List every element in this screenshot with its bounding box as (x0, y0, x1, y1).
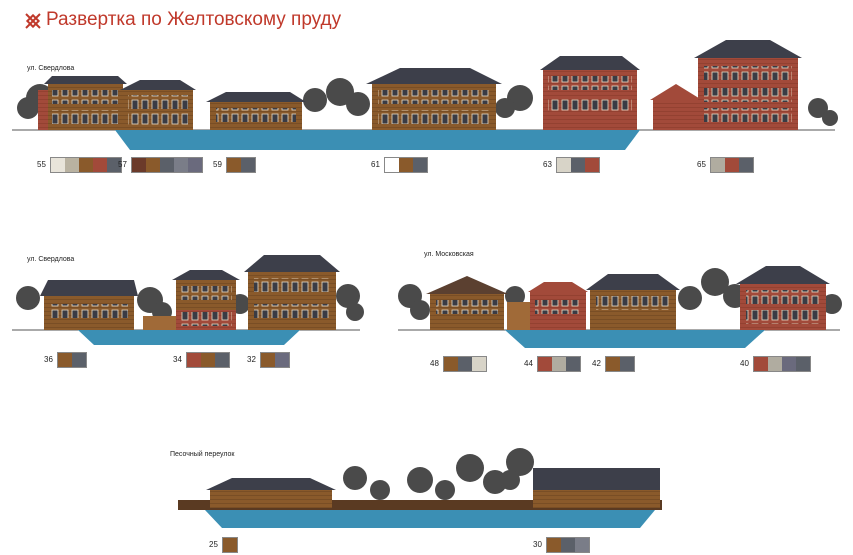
color-swatch-group (57, 352, 87, 368)
color-swatch (72, 353, 86, 367)
color-swatch (557, 158, 571, 172)
swatch-number: 48 (430, 359, 439, 368)
color-swatch (215, 353, 229, 367)
color-swatch (58, 353, 72, 367)
color-swatch (796, 357, 810, 371)
color-swatch (620, 357, 634, 371)
color-swatch (201, 353, 215, 367)
color-swatch (566, 357, 580, 371)
color-swatch (458, 357, 472, 371)
color-swatch (241, 158, 255, 172)
color-swatch (51, 158, 65, 172)
swatch-number: 44 (524, 359, 533, 368)
color-swatch (107, 158, 121, 172)
color-swatch (227, 158, 241, 172)
color-swatch-group (710, 157, 754, 173)
color-swatch-group (50, 157, 122, 173)
color-swatch (444, 357, 458, 371)
color-swatch-group (556, 157, 600, 173)
page-title: Развертка по Желтовскому пруду (46, 9, 342, 30)
color-swatch (413, 158, 427, 172)
color-swatch (472, 357, 486, 371)
ornament-logo-icon (25, 13, 41, 29)
street-label-row1: ул. Свердлова (27, 65, 75, 72)
swatch-number: 42 (592, 359, 601, 368)
color-swatch-group (226, 157, 256, 173)
row2-right-elevation (398, 266, 842, 348)
swatch-number: 36 (44, 355, 53, 364)
pond-water (115, 130, 640, 150)
swatch-number: 34 (173, 355, 182, 364)
color-swatch (93, 158, 107, 172)
street-label-row3: Песочный переулок (170, 451, 235, 458)
color-swatch (552, 357, 566, 371)
color-swatch-group (186, 352, 230, 368)
color-swatch (146, 158, 160, 172)
swatch-number: 55 (37, 160, 46, 169)
color-swatch (711, 158, 725, 172)
swatch-number: 61 (371, 160, 380, 169)
row3-elevation (178, 448, 662, 528)
street-label-row2b: ул. Московская (424, 251, 474, 258)
color-swatch (606, 357, 620, 371)
swatch-number: 30 (533, 540, 542, 549)
color-swatch-group (131, 157, 203, 173)
swatch-number: 57 (118, 160, 127, 169)
color-swatch (223, 538, 237, 552)
street-label-row2a: ул. Свердлова (27, 256, 75, 263)
color-swatch (782, 357, 796, 371)
swatch-number: 63 (543, 160, 552, 169)
color-swatch (188, 158, 202, 172)
color-swatch-group (537, 356, 581, 372)
color-swatch (739, 158, 753, 172)
color-swatch (571, 158, 585, 172)
swatch-number: 40 (740, 359, 749, 368)
color-swatch (79, 158, 93, 172)
color-swatch-group (222, 537, 238, 553)
swatch-number: 32 (247, 355, 256, 364)
color-swatch (768, 357, 782, 371)
color-swatch (261, 353, 275, 367)
row1-elevation (12, 40, 838, 150)
color-swatch-group (443, 356, 487, 372)
color-swatch (174, 158, 188, 172)
color-swatch (585, 158, 599, 172)
color-swatch-group (605, 356, 635, 372)
color-swatch-group (546, 537, 590, 553)
color-swatch (160, 158, 174, 172)
swatch-number: 25 (209, 540, 218, 549)
row2-left-elevation (12, 255, 364, 345)
color-swatch (275, 353, 289, 367)
color-swatch (132, 158, 146, 172)
color-swatch (754, 357, 768, 371)
color-swatch (538, 357, 552, 371)
color-swatch (65, 158, 79, 172)
swatch-number: 59 (213, 160, 222, 169)
color-swatch-group (260, 352, 290, 368)
color-swatch (187, 353, 201, 367)
color-swatch (561, 538, 575, 552)
color-swatch (399, 158, 413, 172)
swatch-number: 65 (697, 160, 706, 169)
color-swatch (547, 538, 561, 552)
color-swatch-group (384, 157, 428, 173)
color-swatch (725, 158, 739, 172)
color-swatch-group (753, 356, 811, 372)
color-swatch (385, 158, 399, 172)
color-swatch (575, 538, 589, 552)
